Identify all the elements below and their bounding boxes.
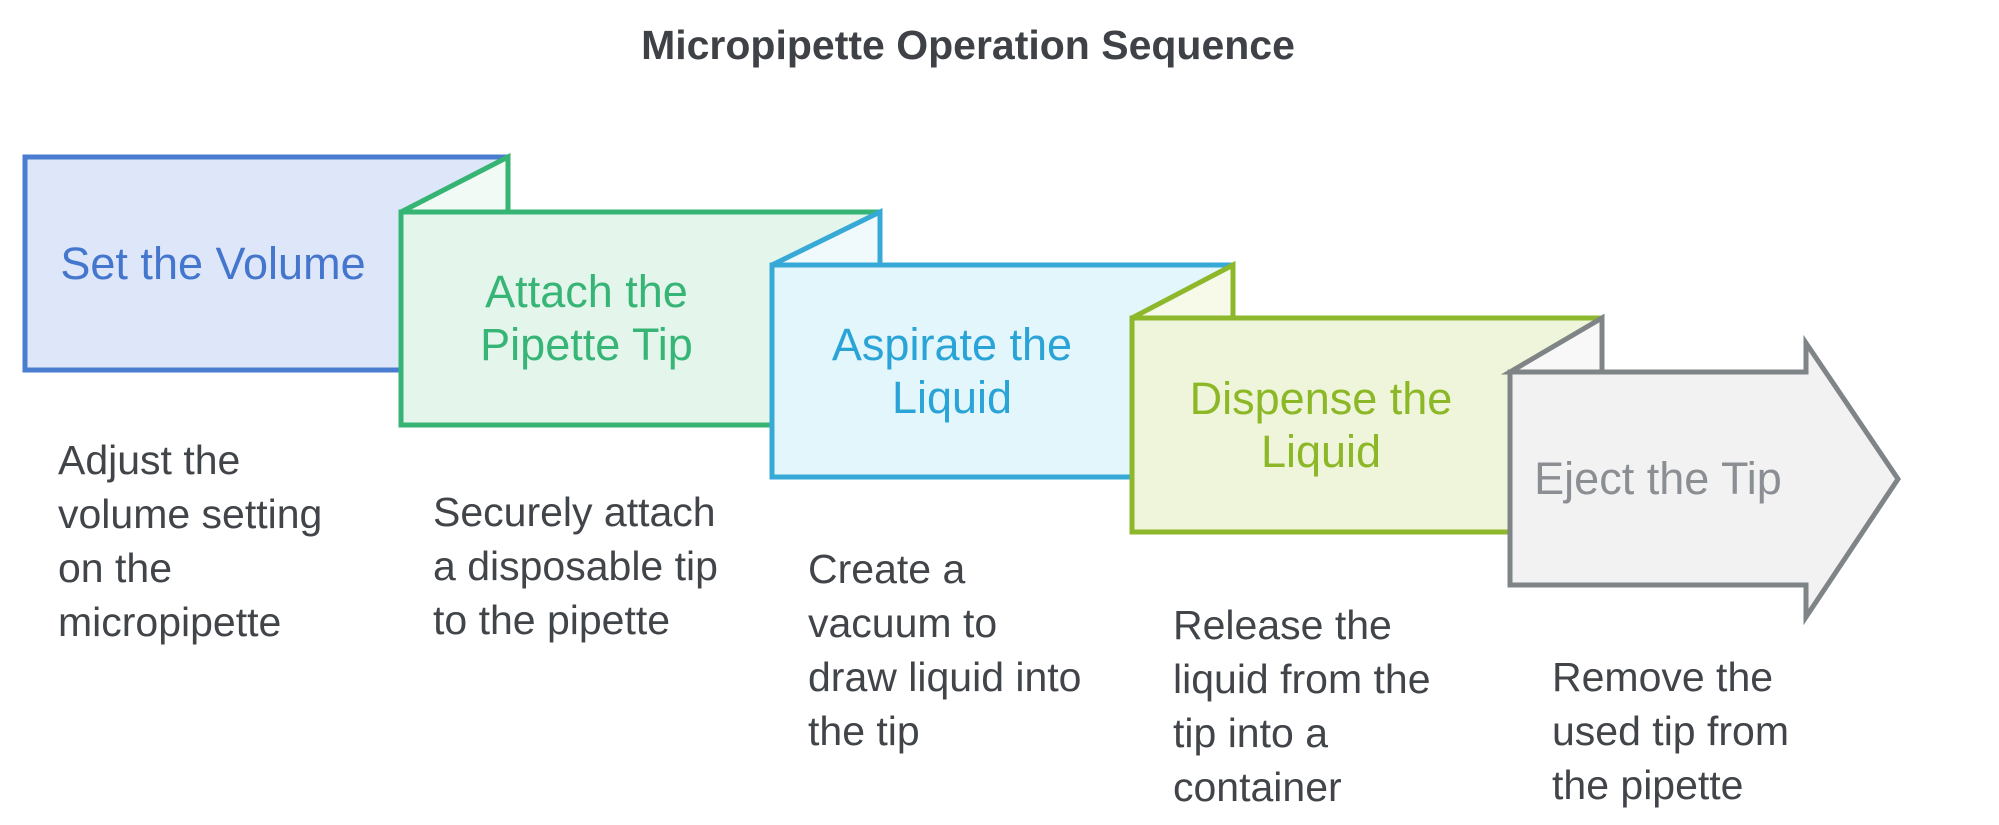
step-5-arrow bbox=[1507, 334, 1902, 626]
step-2-label: Attach the Pipette Tip bbox=[480, 266, 693, 370]
step-1-description: Adjust the volume setting on the micropi… bbox=[58, 437, 323, 645]
step-3-description: Create a vacuum to draw liquid into the … bbox=[808, 546, 1082, 754]
step-4-description: Release the liquid from the tip into a c… bbox=[1173, 602, 1431, 810]
step-3-label: Aspirate the Liquid bbox=[831, 319, 1073, 423]
step-2-description: Securely attach a disposable tip to the … bbox=[433, 489, 718, 643]
step-4-label: Dispense the Liquid bbox=[1189, 373, 1453, 477]
step-1-label: Set the Volume bbox=[60, 238, 366, 289]
diagram-title: Micropipette Operation Sequence bbox=[641, 22, 1295, 68]
step-5-description: Remove the used tip from the pipette bbox=[1552, 654, 1789, 808]
step-5-label: Eject the Tip bbox=[1534, 453, 1782, 504]
